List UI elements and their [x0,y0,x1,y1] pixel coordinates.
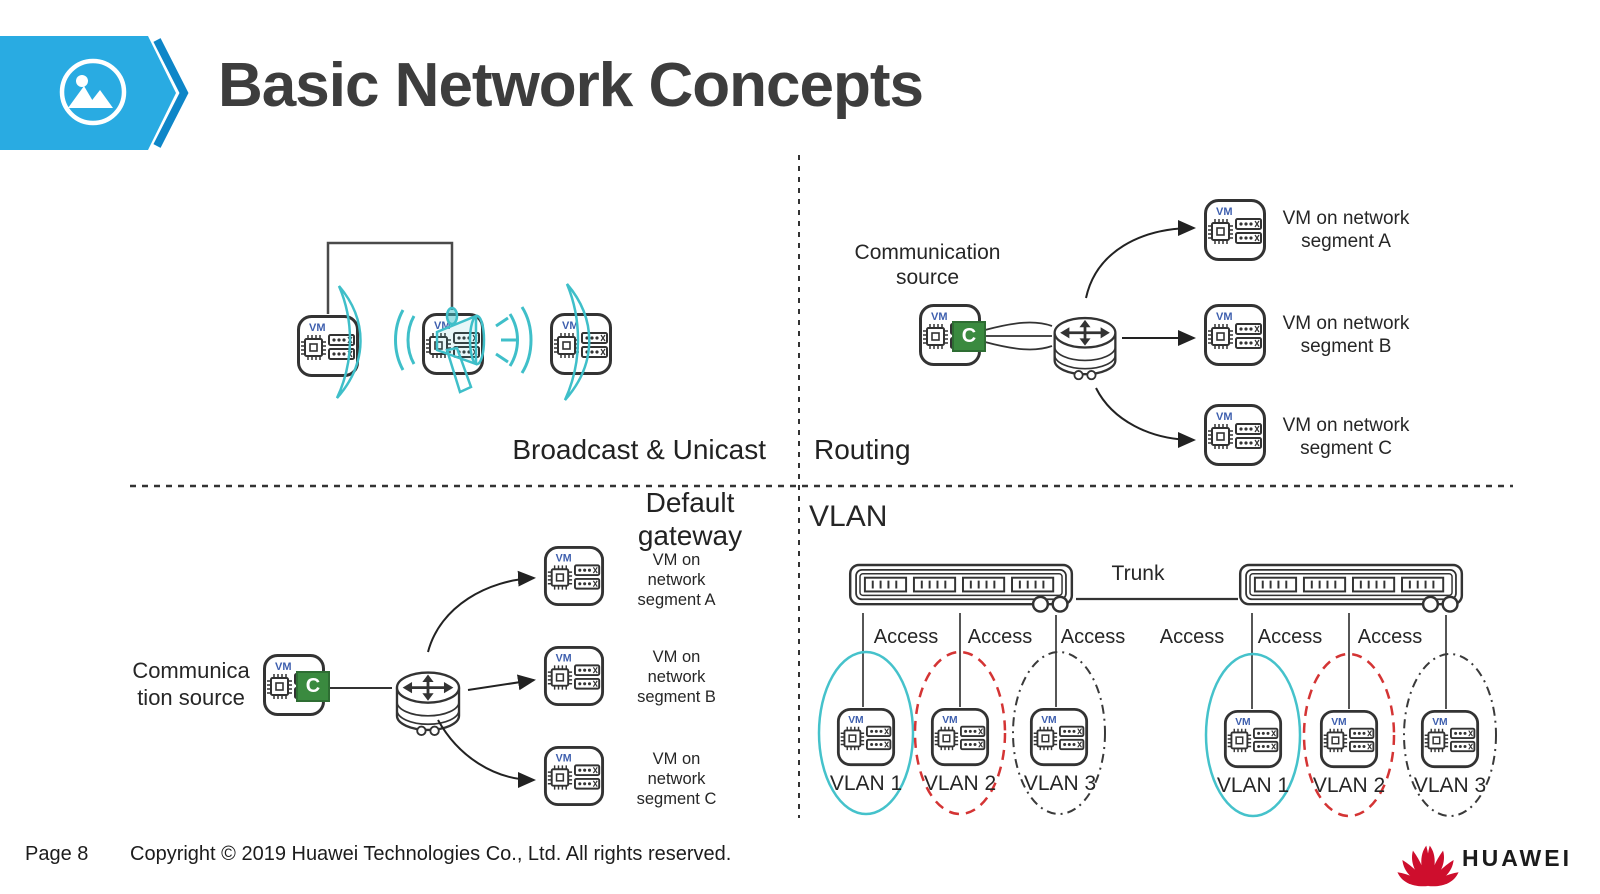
gateway-target-b: VM on network segment B [637,648,716,706]
vm-icon [930,707,990,767]
connector-line [326,241,454,314]
trunk-label: Trunk [1111,562,1165,585]
caption-vlan: VLAN [809,500,888,533]
vm-icon [1319,709,1379,769]
vm-icon-segment-a [1204,199,1266,261]
communication-source-badge: C [296,671,330,702]
vm-icon [1029,707,1089,767]
vlan2-ellipse [913,650,1007,816]
page-title: Basic Network Concepts [218,51,924,120]
vm-icon [1420,709,1480,769]
arrow-to-segment-a [1085,220,1196,299]
routing-diagram [919,199,1266,466]
access-label: Access [967,626,1033,648]
arrow-to-segment-c [437,719,536,788]
vlan-diagram [817,563,1497,818]
vm-icon-segment-c [1204,404,1266,466]
image-icon [59,58,127,126]
vlan1-label: VLAN 1 [1216,774,1290,797]
access-label: Access [1159,626,1225,648]
broadcast-wave-arcs [335,283,591,401]
gateway-target-a: VM on network segment A [637,551,716,609]
huawei-flower-icon [1397,845,1459,887]
vm-icon-segment-a [543,545,605,607]
vlan2-label: VLAN 2 [1312,774,1386,797]
vm-icon [550,313,612,375]
gateway-target-c: VM on network segment C [636,750,717,808]
brand-wordmark: HUAWEI [1462,845,1572,871]
page-number: Page 8 [25,843,89,865]
vlan3-label: VLAN 3 [1023,772,1097,795]
caption-default-gateway: Default gateway [637,487,743,551]
vm-icon-segment-b [543,645,605,707]
communication-source-badge: C [952,321,986,352]
vlan1-label: VLAN 1 [829,772,903,795]
vlan1-ellipse [1204,652,1302,818]
caption-routing: Routing [814,434,911,465]
access-links [862,613,1447,709]
routing-target-c: VM on network segment C [1282,415,1410,459]
arrow-to-segment-a [427,570,536,653]
router-icon [395,671,461,737]
megaphone-icon [435,306,516,394]
switch-icon-left [848,563,1074,613]
vlan2-label: VLAN 2 [923,772,997,795]
arrow-to-segment-c [1095,387,1196,448]
source-links [984,321,1053,351]
access-label: Access [1257,626,1323,648]
vlan3-ellipse [1403,653,1497,817]
routing-target-b: VM on network segment B [1282,313,1410,357]
switch-icon-right [1238,563,1464,613]
caption-broadcast-unicast: Broadcast & Unicast [512,434,766,465]
vm-icon [1223,709,1283,769]
access-label: Access [1357,626,1423,648]
vlan3-label: VLAN 3 [1413,774,1487,797]
vm-icon-segment-c [543,745,605,807]
arrow-to-segment-b [467,674,536,691]
router-icon [1053,316,1117,381]
access-label: Access [1060,626,1126,648]
routing-source-label: Communication source [854,241,1001,289]
vm-icon-segment-b [1204,304,1266,366]
broadcast-diagram [297,241,612,401]
default-gateway-diagram [263,545,605,807]
routing-target-a: VM on network segment A [1282,208,1410,252]
vlan2-ellipse [1302,652,1396,818]
gateway-source-label: Communica tion source [132,658,250,710]
vlan3-ellipse [1012,651,1106,815]
vm-icon [836,707,896,767]
banner-chevron-outline [153,38,189,148]
access-label: Access [873,626,939,648]
vlan1-ellipse [817,650,915,816]
copyright-text: Copyright © 2019 Huawei Technologies Co.… [130,843,732,865]
header-banner [0,36,189,150]
